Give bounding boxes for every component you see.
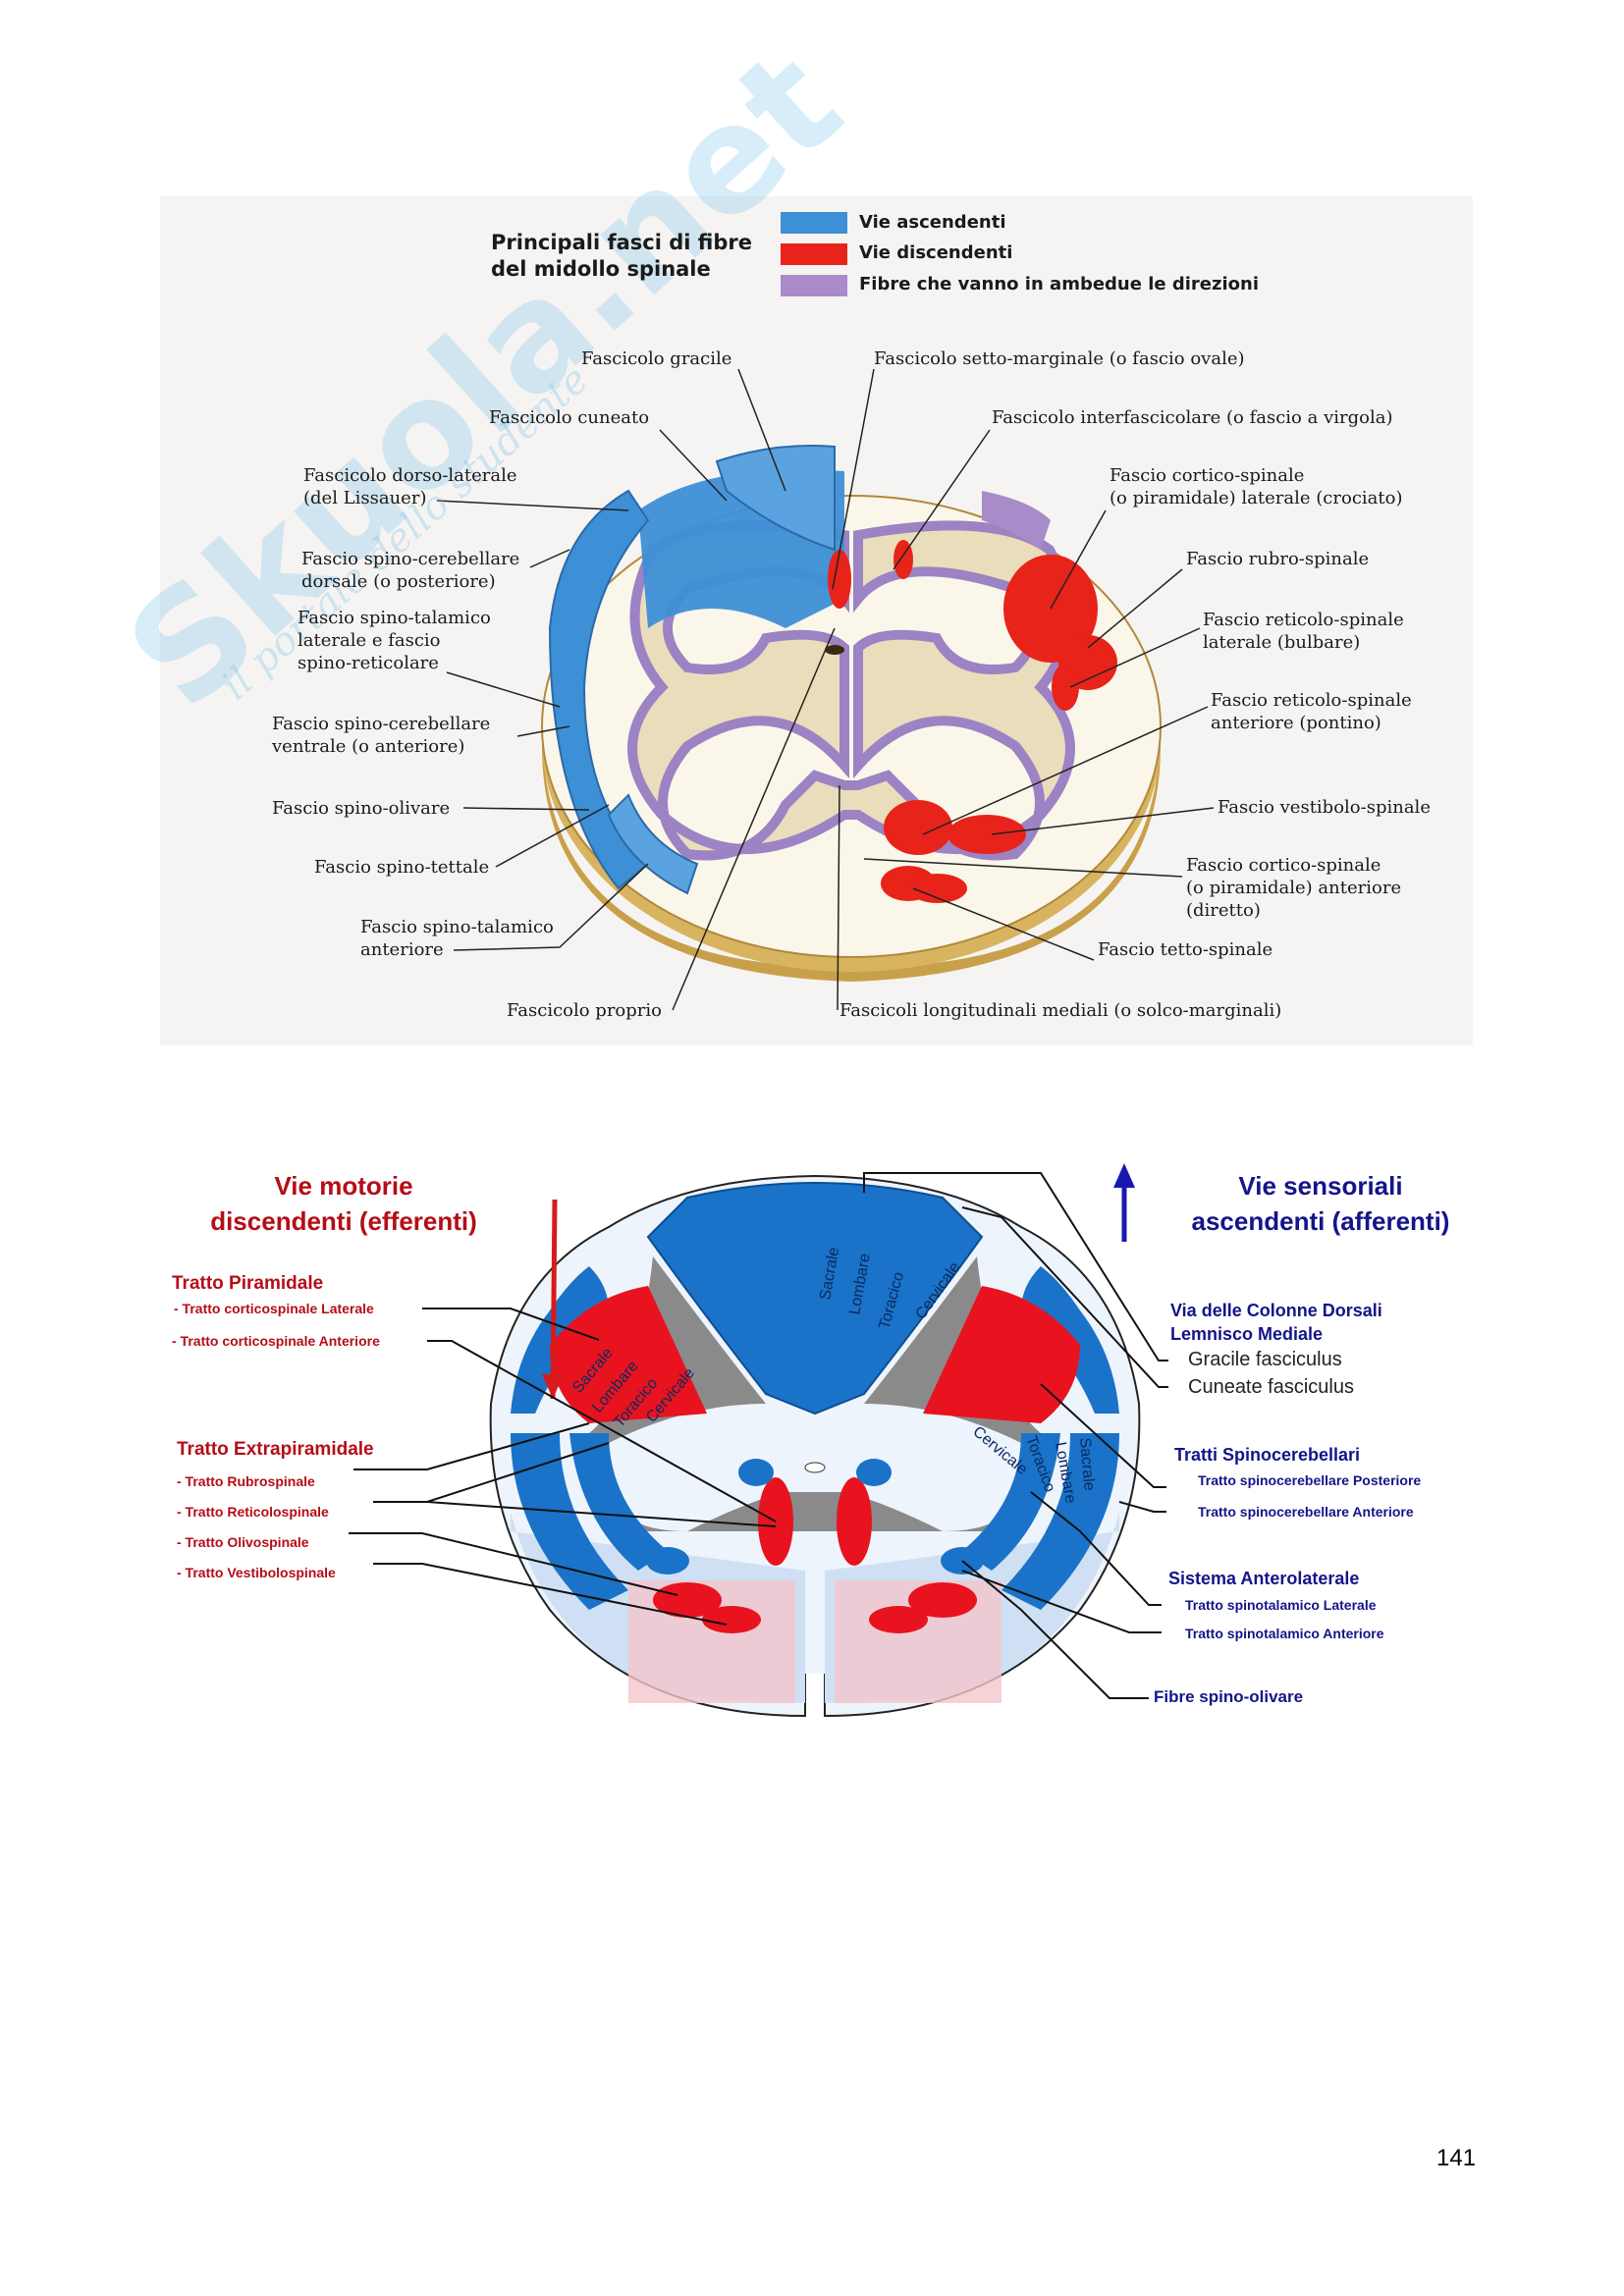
label-line: spino-reticolare bbox=[298, 653, 439, 673]
item-corticospinale-laterale: - Tratto corticospinale Laterale bbox=[174, 1301, 374, 1316]
label-setto-marginale: Fascicolo setto-marginale (o fascio oval… bbox=[874, 348, 1245, 369]
figure1-title-line: del midollo spinale bbox=[491, 257, 711, 281]
label-line: (diretto) bbox=[1186, 900, 1261, 921]
legend-swatch-ascending bbox=[781, 212, 847, 234]
label-line: Fascio cortico-spinale bbox=[1186, 855, 1381, 876]
label-line: (del Lissauer) bbox=[303, 488, 427, 508]
label-line: Fascio spino-cerebellare bbox=[301, 549, 520, 569]
item-spinotalamico-laterale: Tratto spinotalamico Laterale bbox=[1185, 1597, 1377, 1613]
label-line: Fascio spino-talamico bbox=[298, 608, 491, 628]
label-longitudinali-mediali: Fascicoli longitudinali mediali (o solco… bbox=[839, 1000, 1282, 1021]
label-line: (o piramidale) anteriore bbox=[1186, 878, 1402, 898]
item-cuneate-fasciculus: Cuneate fasciculus bbox=[1188, 1376, 1354, 1398]
header-line: Vie motorie bbox=[274, 1171, 413, 1201]
label-line: Fascio reticolo-spinale bbox=[1211, 690, 1412, 711]
item-fibre-spino-olivare: Fibre spino-olivare bbox=[1154, 1687, 1304, 1706]
header-line: ascendenti (afferenti) bbox=[1191, 1206, 1450, 1236]
item-rubrospinale: - Tratto Rubrospinale bbox=[177, 1473, 315, 1489]
label-line: laterale (bulbare) bbox=[1203, 632, 1361, 653]
label-fascicolo-cuneato: Fascicolo cuneato bbox=[489, 407, 650, 428]
item-spinotalamico-anteriore: Tratto spinotalamico Anteriore bbox=[1185, 1626, 1384, 1641]
label-line: ventrale (o anteriore) bbox=[272, 736, 465, 757]
label-tetto-spinale: Fascio tetto-spinale bbox=[1098, 939, 1273, 960]
label-line: dorsale (o posteriore) bbox=[301, 571, 496, 592]
spinal-cord-cross-section bbox=[541, 445, 1162, 982]
label-spino-tettale: Fascio spino-tettale bbox=[314, 857, 490, 878]
title-line: Lemnisco Mediale bbox=[1170, 1324, 1324, 1344]
label-fascicolo-gracile: Fascicolo gracile bbox=[581, 348, 732, 369]
label-vestibolo-spinale: Fascio vestibolo-spinale bbox=[1218, 797, 1431, 818]
label-line: Fascicolo dorso-laterale bbox=[303, 465, 517, 486]
label-cortico-spinale-anteriore: Fascio cortico-spinale(o piramidale) ant… bbox=[1186, 854, 1401, 922]
label-spino-olivare: Fascio spino-olivare bbox=[272, 798, 451, 819]
figure1-leader-lines bbox=[436, 368, 1215, 1011]
item-reticolospinale: - Tratto Reticolospinale bbox=[177, 1504, 329, 1520]
label-line: Fascio spino-talamico bbox=[360, 917, 554, 937]
label-line: anteriore (pontino) bbox=[1211, 713, 1381, 733]
item-spinocerebellare-anteriore: Tratto spinocerebellare Anteriore bbox=[1198, 1504, 1414, 1520]
header-line: Vie sensoriali bbox=[1238, 1171, 1403, 1201]
label-cortico-spinale-laterale: Fascio cortico-spinale(o piramidale) lat… bbox=[1110, 464, 1402, 509]
legend-swatch-descending bbox=[781, 243, 847, 265]
title-sistema-anterolaterale: Sistema Anterolaterale bbox=[1168, 1569, 1360, 1588]
title-line: Via delle Colonne Dorsali bbox=[1170, 1301, 1382, 1320]
label-line: (o piramidale) laterale (crociato) bbox=[1110, 488, 1403, 508]
legend-label-both: Fibre che vanno in ambedue le direzioni bbox=[859, 274, 1260, 294]
segment-right-sacrale: Sacrale bbox=[1076, 1437, 1098, 1492]
label-interfascicolare: Fascicolo interfascicolare (o fascio a v… bbox=[992, 407, 1393, 428]
legend-label-descending: Vie discendenti bbox=[859, 242, 1013, 263]
label-line: laterale e fascio bbox=[298, 630, 441, 651]
item-olivospinale: - Tratto Olivospinale bbox=[177, 1534, 309, 1550]
legend-swatch-both bbox=[781, 275, 847, 296]
page-number: 141 bbox=[1436, 2145, 1477, 2171]
title-tratto-extrapiramidale: Tratto Extrapiramidale bbox=[177, 1439, 374, 1460]
item-spinocerebellare-posteriore: Tratto spinocerebellare Posteriore bbox=[1198, 1472, 1422, 1488]
title-spinocerebellari: Tratti Spinocerebellari bbox=[1174, 1445, 1361, 1465]
header-vie-motorie: Vie motorie discendenti (efferenti) bbox=[177, 1168, 511, 1239]
label-lissauer: Fascicolo dorso-laterale(del Lissauer) bbox=[303, 464, 517, 509]
header-line: discendenti (efferenti) bbox=[210, 1206, 477, 1236]
spinal-cord-schematic bbox=[489, 1163, 1141, 1718]
item-vestibolospinale: - Tratto Vestibolospinale bbox=[177, 1565, 336, 1580]
label-line: Fascio cortico-spinale bbox=[1110, 465, 1305, 486]
title-tratto-piramidale: Tratto Piramidale bbox=[172, 1273, 324, 1294]
label-line: Fascio reticolo-spinale bbox=[1203, 610, 1404, 630]
label-line: anteriore bbox=[360, 939, 444, 960]
figure2-leader-lines bbox=[349, 1172, 1168, 1699]
label-line: Fascio spino-cerebellare bbox=[272, 714, 491, 734]
label-fascicolo-proprio: Fascicolo proprio bbox=[507, 1000, 662, 1021]
figure1-title: Principali fasci di fibre del midollo sp… bbox=[491, 230, 752, 283]
figure1-title-line: Principali fasci di fibre bbox=[491, 231, 752, 254]
item-corticospinale-anteriore: - Tratto corticospinale Anteriore bbox=[172, 1333, 380, 1349]
label-rubro-spinale: Fascio rubro-spinale bbox=[1186, 549, 1370, 569]
header-vie-sensoriali: Vie sensoriali ascendenti (afferenti) bbox=[1159, 1168, 1483, 1239]
item-gracile-fasciculus: Gracile fasciculus bbox=[1188, 1349, 1342, 1370]
legend-label-ascending: Vie ascendenti bbox=[859, 212, 1006, 233]
